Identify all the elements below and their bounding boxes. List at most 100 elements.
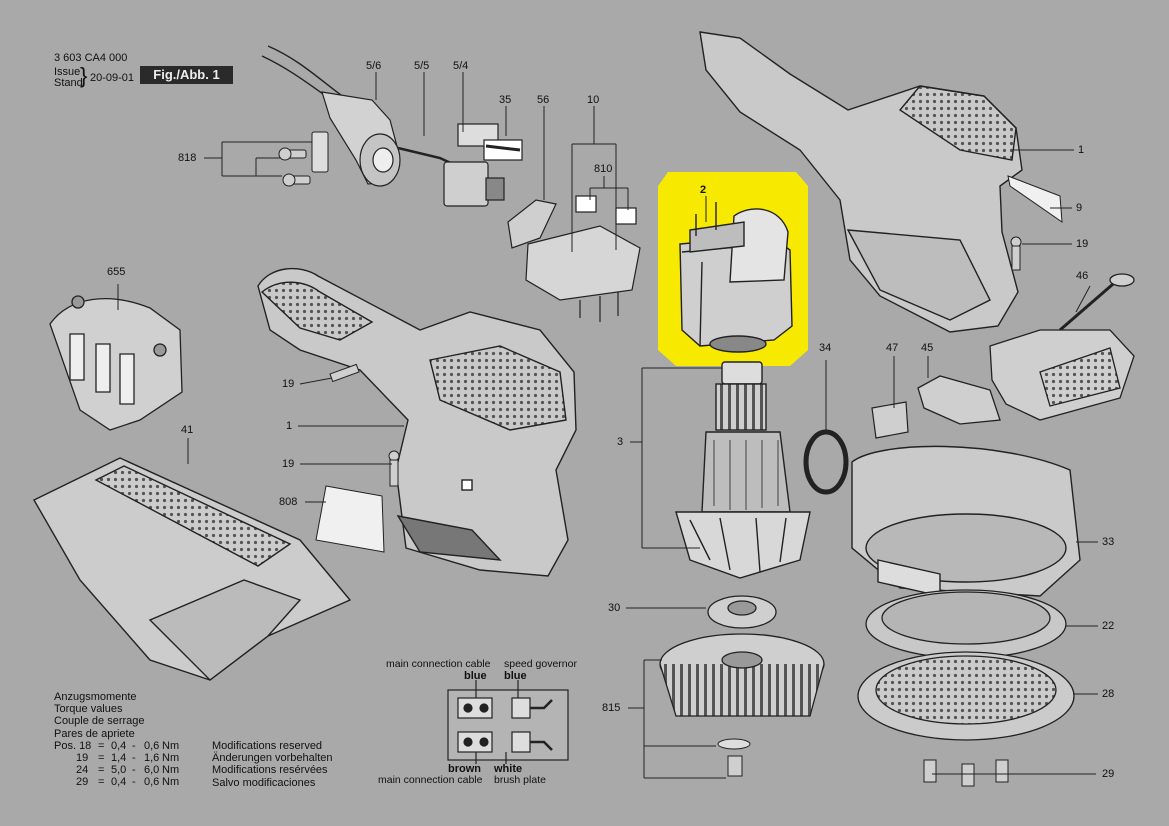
torque-eq: = [98, 751, 105, 764]
wiring-main-cable-bottom: main connection cable [378, 774, 483, 786]
cover-655 [49, 295, 183, 431]
screw-19-left-b [388, 450, 400, 487]
stator-field-2 [679, 202, 793, 353]
label-plate-9 [1007, 175, 1063, 224]
modifications-en: Modifications reserved [212, 740, 323, 752]
part-label-30: 30 [608, 602, 621, 614]
torque-pos: 19 [76, 751, 89, 764]
label-plate-808 [315, 485, 385, 553]
part-label-33: 33 [1102, 536, 1115, 548]
part-label-5-5: 5/5 [414, 60, 430, 72]
wiring-brown: brown [448, 763, 481, 775]
part-label-56: 56 [537, 94, 550, 106]
housing-left-1 [257, 267, 577, 577]
screw-19-right [1010, 236, 1022, 271]
part-label-10: 10 [587, 94, 600, 106]
modifications-es: Salvo modificaciones [212, 776, 316, 789]
bearing-30 [707, 595, 777, 629]
torque-row: 19 = 1,4 - 1,6 Nm [54, 751, 179, 764]
torque-unit: Nm [162, 739, 180, 752]
modifications-de: Änderungen vorbehalten [212, 752, 333, 765]
screw-19-left-a [329, 363, 360, 383]
torque-heading-es: Pares de apriete [54, 727, 135, 740]
part-label-2: 2 [700, 184, 707, 196]
part-label-1-right: 1 [1078, 144, 1085, 156]
part-label-45: 45 [921, 342, 934, 354]
wiring-diagram [447, 680, 569, 764]
leader-lines [117, 72, 1098, 779]
torque-min: 1,4 [111, 751, 127, 764]
issue-label: Issue [54, 66, 81, 78]
torque-max: 0,6 [144, 739, 160, 752]
part-label-818: 818 [178, 152, 197, 164]
screws-29 [923, 759, 1009, 787]
torque-eq: = [98, 764, 105, 777]
part-label-22: 22 [1102, 620, 1115, 632]
torque-eq: = [98, 739, 105, 752]
torque-heading-de: Anzugsmomente [54, 691, 137, 703]
torque-pos: 29 [76, 776, 89, 789]
torque-dash: - [132, 751, 136, 764]
torque-min: 0,4 [111, 739, 127, 752]
part-45 [917, 375, 1001, 425]
figure-label: Fig./Abb. 1 [140, 66, 233, 84]
part-47 [871, 401, 909, 439]
part-label-810: 810 [594, 163, 613, 175]
wiring-brush-plate: brush plate [494, 774, 546, 786]
torque-unit: Nm [162, 764, 180, 777]
torque-heading-fr: Couple de serrage [54, 715, 145, 728]
modifications-fr: Modifications resérvées [212, 764, 328, 777]
torque-row: 24 = 5,0 - 6,0 Nm [54, 764, 179, 777]
torque-dash: - [132, 739, 136, 752]
stand-label: Stand [54, 77, 83, 89]
wiring-blue-right: blue [504, 670, 527, 682]
part-label-29: 29 [1102, 768, 1115, 780]
sanding-pad-28 [857, 651, 1075, 741]
wiring-speed-governor: speed governor [504, 658, 577, 670]
part-label-1-left: 1 [286, 420, 293, 432]
part-label-41: 41 [181, 424, 194, 436]
electronics-10 [525, 195, 641, 322]
armature-3 [675, 361, 811, 579]
part-label-808: 808 [279, 496, 298, 508]
torque-row: Pos. 18 = 0,4 - 0,6 Nm [54, 739, 179, 752]
part-label-19-right: 19 [1076, 238, 1089, 250]
part-label-34: 34 [819, 342, 832, 354]
handle-46 [989, 273, 1135, 421]
part-label-5-6: 5/6 [366, 60, 382, 72]
washer [717, 738, 751, 750]
o-ring-34 [803, 429, 849, 495]
part-label-19-b: 19 [282, 458, 295, 470]
wiring-blue-left: blue [464, 670, 487, 682]
wiring-white: white [494, 763, 523, 775]
housing-right-1 [699, 31, 1023, 333]
torque-pos: 24 [76, 764, 89, 777]
torque-min: 5,0 [111, 764, 127, 777]
part-label-19-a: 19 [282, 378, 295, 390]
part-label-3: 3 [617, 436, 624, 448]
torque-unit: Nm [162, 751, 180, 764]
part-label-9: 9 [1076, 202, 1083, 214]
torque-dash: - [132, 776, 136, 789]
torque-eq: = [98, 776, 105, 789]
torque-pos: Pos. 18 [54, 739, 92, 752]
torque-min: 0,4 [111, 776, 127, 789]
screws-818 [278, 131, 329, 187]
torque-row: 29 = 0,4 - 0,6 Nm [54, 776, 179, 789]
part-label-28: 28 [1102, 688, 1115, 700]
screw-center [727, 755, 743, 777]
fan-plate-815 [659, 633, 825, 717]
part-label-815: 815 [602, 702, 621, 714]
modifications-notice: Modifications reserved Änderungen vorbeh… [212, 740, 332, 789]
base-housing-33 [851, 445, 1081, 597]
torque-heading-en: Torque values [54, 703, 123, 716]
switch-5-4 [443, 123, 523, 207]
brace-glyph: } [80, 63, 88, 88]
issue-date: 20-09-01 [90, 72, 135, 84]
document-number: 3 603 CA4 000 [54, 52, 128, 64]
part-label-46: 46 [1076, 270, 1089, 282]
torque-dash: - [132, 764, 136, 777]
dust-box-41 [33, 457, 352, 681]
